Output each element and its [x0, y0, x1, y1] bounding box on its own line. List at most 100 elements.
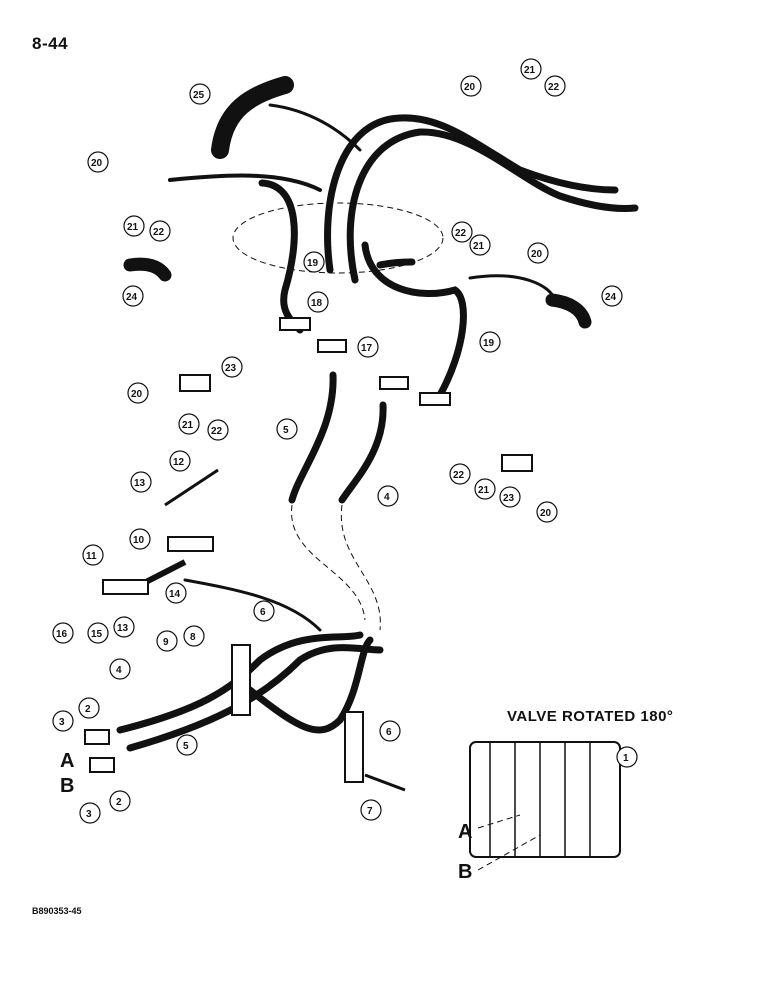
svg-text:3: 3	[59, 717, 65, 728]
svg-text:22: 22	[153, 227, 165, 238]
callout: 13	[130, 471, 152, 493]
callout: 3	[79, 802, 101, 824]
callout: 8	[183, 625, 205, 647]
callout: 11	[82, 544, 104, 566]
hose-upper-right-b	[346, 128, 639, 284]
svg-text:10: 10	[133, 535, 145, 546]
port-label-a-valve: A	[458, 821, 472, 843]
port-label-b-left: B	[60, 775, 74, 797]
document-code: B890353-45	[32, 906, 82, 916]
svg-text:2: 2	[85, 704, 91, 715]
svg-text:15: 15	[91, 629, 103, 640]
bracket-part-10	[167, 536, 214, 552]
hose-part-19-left	[258, 179, 304, 334]
fitting-part-17	[317, 339, 347, 353]
svg-text:13: 13	[134, 478, 146, 489]
callout: 4	[109, 658, 131, 680]
hose-lower-c	[246, 636, 374, 734]
callout: 22	[451, 221, 473, 243]
svg-text:14: 14	[169, 589, 181, 600]
callout: 12	[169, 450, 191, 472]
svg-text:24: 24	[126, 292, 138, 303]
callout: 15	[87, 622, 109, 644]
hose-right-arc	[468, 274, 557, 302]
hose-part-24-right	[545, 293, 592, 329]
svg-text:4: 4	[116, 665, 122, 676]
hose-short-curve	[268, 103, 362, 152]
bracket-part-11	[102, 579, 149, 595]
svg-text:16: 16	[56, 629, 68, 640]
svg-text:22: 22	[455, 228, 467, 239]
svg-text:20: 20	[131, 389, 143, 400]
callout: 23	[221, 356, 243, 378]
svg-text:24: 24	[605, 292, 617, 303]
hose-upper-right-a	[324, 114, 619, 274]
svg-text:3: 3	[86, 809, 92, 820]
svg-text:17: 17	[361, 343, 373, 354]
callout: 13	[113, 616, 135, 638]
svg-text:19: 19	[483, 338, 495, 349]
callout: 21	[474, 478, 496, 500]
svg-text:6: 6	[386, 727, 392, 738]
callout: 2	[78, 697, 100, 719]
bracket-line	[183, 578, 322, 632]
callout: 20	[527, 242, 549, 264]
svg-text:19: 19	[307, 258, 319, 269]
svg-text:20: 20	[540, 508, 552, 519]
callout: 7	[360, 799, 382, 821]
bracket-part-6	[231, 644, 251, 716]
callout: 24	[122, 285, 144, 307]
clamp-part-23-right	[501, 454, 533, 472]
callout: 23	[499, 486, 521, 508]
dashed-link-a	[291, 504, 366, 621]
page-number: 8-44	[32, 34, 69, 53]
svg-text:7: 7	[367, 806, 373, 817]
svg-text:13: 13	[117, 623, 129, 634]
callout: 14	[165, 582, 187, 604]
callout: 3	[52, 710, 74, 732]
hose-part-4	[338, 401, 387, 504]
hose-upper-left	[168, 173, 322, 192]
callout: 1	[616, 746, 638, 768]
callout: 9	[156, 630, 178, 652]
callout: 21	[178, 413, 200, 435]
svg-text:20: 20	[91, 158, 103, 169]
hose-part-5	[288, 371, 337, 504]
callout: 22	[544, 75, 566, 97]
callout: 19	[303, 251, 325, 273]
svg-text:21: 21	[524, 65, 536, 76]
svg-text:2: 2	[116, 797, 122, 808]
hose-part-19-right	[361, 241, 467, 399]
svg-text:23: 23	[503, 493, 515, 504]
callout: 22	[149, 220, 171, 242]
callout: 24	[601, 285, 623, 307]
hose-part-25	[211, 76, 294, 159]
svg-text:18: 18	[311, 298, 323, 309]
bolt-part-12	[164, 468, 219, 507]
callout: 20	[87, 151, 109, 173]
callout: 2	[109, 790, 131, 812]
callout: 25	[189, 83, 211, 105]
svg-text:20: 20	[531, 249, 543, 260]
control-valve-part-1	[469, 741, 621, 858]
hose-stub-right	[376, 258, 416, 269]
svg-text:4: 4	[384, 492, 390, 503]
svg-text:25: 25	[193, 90, 205, 101]
clamp-part-23-left	[179, 374, 211, 392]
hose-part-24-left	[123, 257, 172, 282]
bolt-part-7	[364, 773, 406, 792]
svg-text:21: 21	[127, 222, 139, 233]
callout: 22	[207, 419, 229, 441]
callout: 5	[276, 418, 298, 440]
fitting-part-18-left	[279, 317, 311, 331]
callout: 21	[520, 58, 542, 80]
svg-text:5: 5	[183, 741, 189, 752]
port-label-b-valve: B	[458, 861, 472, 883]
fitting-left-b	[89, 757, 115, 773]
svg-text:22: 22	[211, 426, 223, 437]
callout: 20	[460, 75, 482, 97]
callout: 6	[379, 720, 401, 742]
svg-text:22: 22	[548, 82, 560, 93]
svg-text:23: 23	[225, 363, 237, 374]
